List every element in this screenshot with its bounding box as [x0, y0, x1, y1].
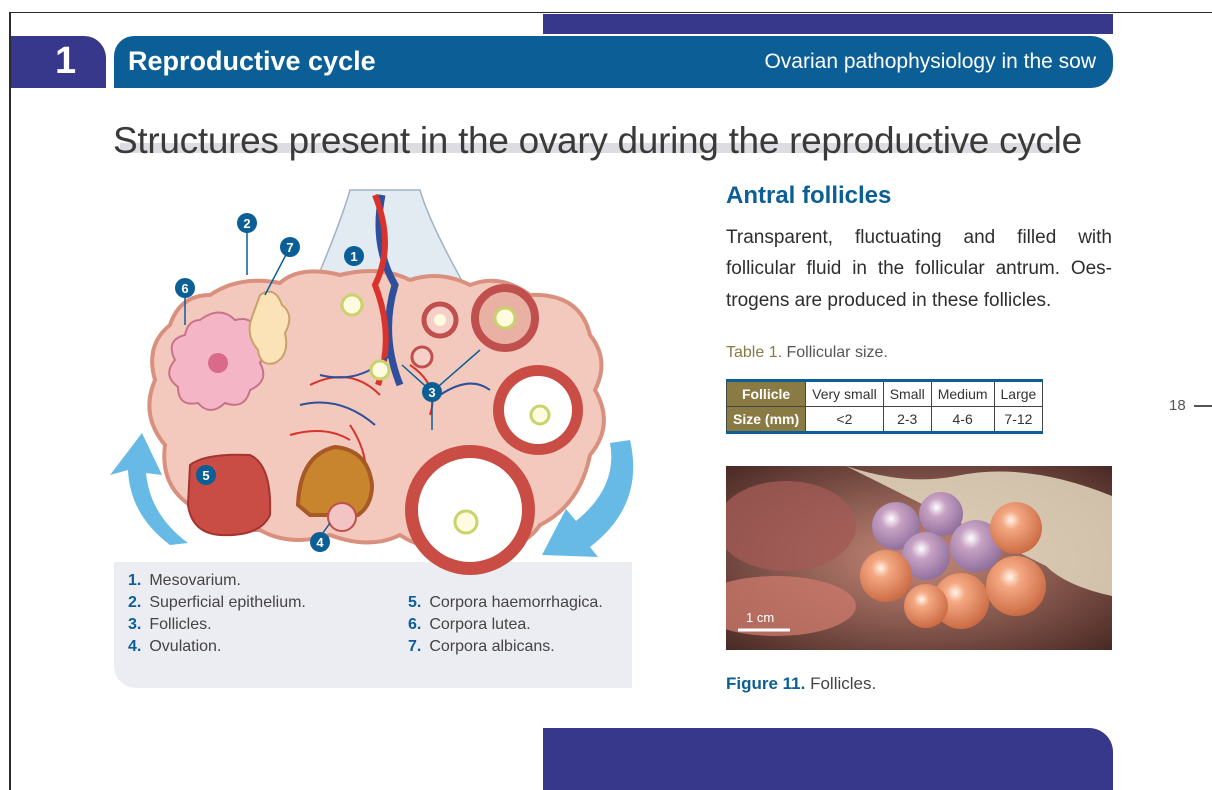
top-decorative-band — [543, 14, 1113, 34]
svg-text:1: 1 — [350, 249, 357, 264]
legend-item-corpora-albicans: 7.Corpora albicans. — [408, 638, 555, 656]
section-body-text: Transparent, fluctuating and filled with… — [726, 222, 1112, 316]
page-title: Structures present in the ovary during t… — [113, 120, 1082, 162]
legend-item-corpora-lutea: 6.Corpora lutea. — [408, 616, 531, 634]
marker-4: 4 — [310, 532, 330, 552]
table-cell: Size (mm) — [727, 407, 806, 433]
ovary-diagram: 1 2 3 4 5 6 7 — [110, 185, 650, 575]
legend-panel: 1.Mesovarium. 2.Superficial epithelium. … — [114, 562, 632, 688]
svg-text:6: 6 — [181, 281, 188, 296]
svg-text:5: 5 — [202, 468, 209, 483]
page-frame-top — [9, 12, 1212, 13]
chapter-number: 1 — [55, 40, 76, 83]
marker-7: 7 — [280, 237, 300, 257]
page-number-tick — [1194, 405, 1212, 407]
marker-3: 3 — [422, 382, 442, 402]
svg-text:4: 4 — [316, 535, 324, 550]
header-title: Reproductive cycle — [128, 46, 376, 77]
table-caption: Table 1. Follicular size. — [726, 344, 888, 362]
header-subtitle: Ovarian pathophysiology in the sow — [764, 50, 1096, 74]
svg-text:7: 7 — [286, 240, 293, 255]
table-row: Size (mm) <2 2-3 4-6 7-12 — [727, 407, 1043, 433]
section-heading: Antral follicles — [726, 182, 891, 210]
legend-item-superficial-epithelium: 2.Superficial epithelium. — [128, 594, 306, 612]
table-row: Follicle Very small Small Medium Large — [727, 381, 1043, 407]
follicles-photo: 1 cm — [726, 466, 1112, 650]
figure-caption: Figure 11. Follicles. — [726, 674, 876, 694]
table-cell: <2 — [806, 407, 884, 433]
table-cell: 2-3 — [883, 407, 931, 433]
marker-5: 5 — [196, 465, 216, 485]
table-cell: Medium — [931, 381, 994, 407]
header-bar: Reproductive cycle Ovarian pathophysiolo… — [114, 36, 1113, 88]
table-cell: 7-12 — [994, 407, 1043, 433]
table-cell: 4-6 — [931, 407, 994, 433]
marker-6: 6 — [175, 278, 195, 298]
chapter-tab: 1 — [11, 36, 106, 88]
table-cell: Large — [994, 381, 1043, 407]
page-frame-left — [9, 12, 11, 790]
bottom-decorative-band — [543, 728, 1113, 790]
legend-item-corpora-haemorrhagica: 5.Corpora haemorrhagica. — [408, 594, 603, 612]
marker-1: 1 — [344, 246, 364, 266]
legend-item-follicles: 3.Follicles. — [128, 616, 212, 634]
svg-text:2: 2 — [243, 216, 250, 231]
table-cell: Small — [883, 381, 931, 407]
scale-label: 1 cm — [746, 610, 774, 625]
legend-item-ovulation: 4.Ovulation. — [128, 638, 221, 656]
marker-2: 2 — [237, 213, 257, 233]
table-cell: Very small — [806, 381, 884, 407]
table-cell: Follicle — [727, 381, 806, 407]
page-number: 18 — [1169, 397, 1186, 414]
svg-text:3: 3 — [428, 385, 435, 400]
follicle-size-table: Follicle Very small Small Medium Large S… — [726, 379, 1043, 434]
